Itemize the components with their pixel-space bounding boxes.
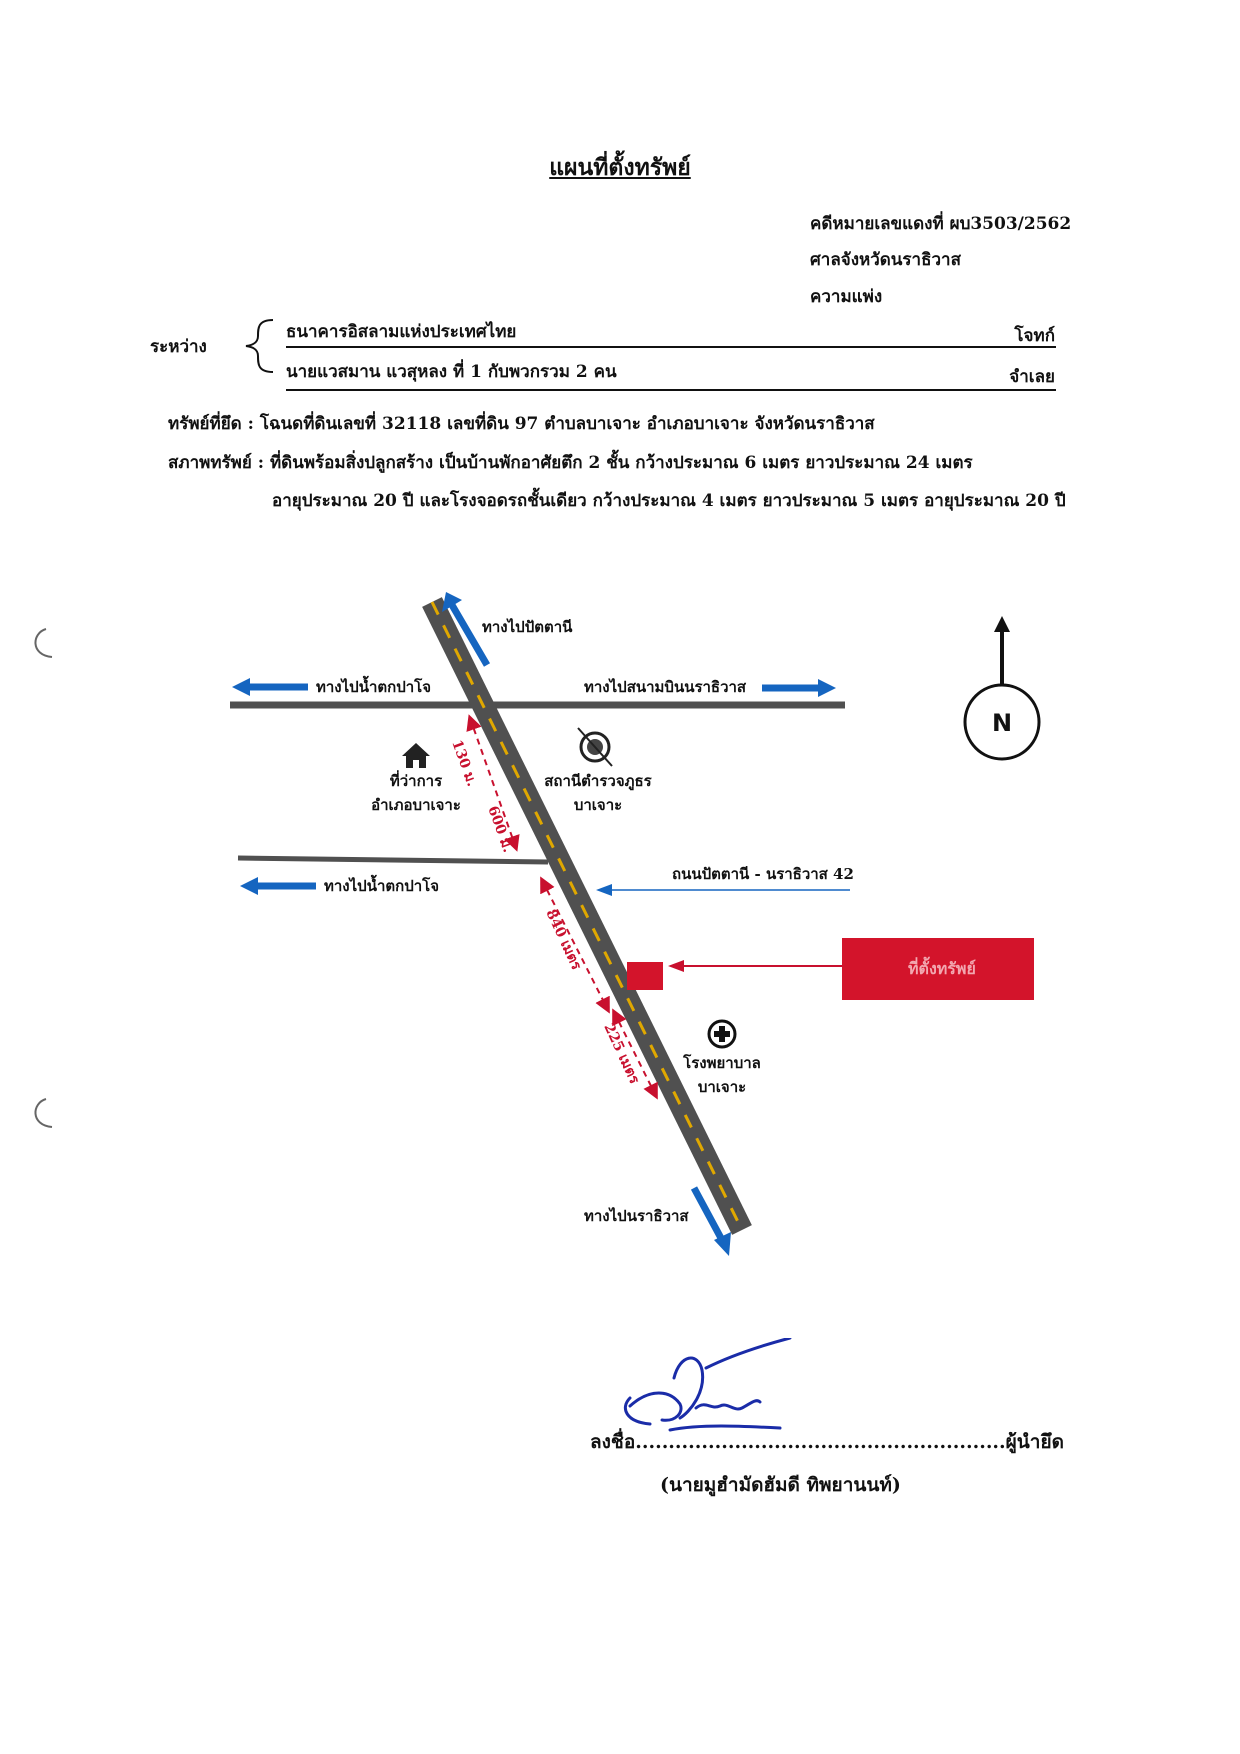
- punch-hole-mark: [34, 628, 53, 658]
- sign-prefix: ลงชื่อ: [590, 1431, 636, 1453]
- label-dist-130: 130 ม.: [448, 738, 480, 789]
- hospital-cross-icon: [707, 1019, 737, 1049]
- arrow-to-pattani-shaft: [448, 603, 491, 667]
- north-arrow-icon: [963, 616, 1041, 761]
- between-label: ระหว่าง: [150, 337, 207, 357]
- distance-600-line: [466, 714, 520, 852]
- label-road-name: ถนนปัตตานี - นราธิวาส 42: [672, 865, 854, 883]
- seized-property: ทรัพย์ที่ยึด : โฉนดที่ดินเลขที่ 32118 เล…: [168, 414, 875, 434]
- sign-dots: ........................................…: [635, 1431, 1006, 1453]
- plaintiff-name: ธนาคารอิสลามแห่งประเทศไทย: [286, 322, 517, 342]
- label-to-narathiwat: ทางไปนราธิวาส: [584, 1206, 689, 1225]
- label-dist-600: 600 ม.: [484, 804, 516, 855]
- plaintiff-role: โจทก์: [1014, 326, 1055, 346]
- property-condition-line2: อายุประมาณ 20 ปี และโรงจอดรถชั้นเดียว กว…: [272, 491, 1066, 511]
- case-number: คดีหมายเลขแดงที่ ผบ3503/2562: [810, 214, 1072, 234]
- label-property-location: ที่ตั้งทรัพย์: [908, 956, 976, 978]
- label-district-office-l2: อำเภอบาเจาะ: [371, 796, 461, 814]
- property-marker: [627, 962, 663, 990]
- label-police-l2: บาเจาะ: [574, 796, 622, 814]
- label-hospital-l1: โรงพยาบาล: [682, 1053, 761, 1072]
- arrow-namtok-top-head: [232, 678, 250, 696]
- arrow-to-pattani-head: [442, 592, 462, 612]
- label-to-airport: ทางไปสนามบินนราธิวาส: [584, 677, 747, 696]
- label-district-office-l1: ที่ว่าการ: [390, 770, 443, 790]
- court-name: ศาลจังหวัดนราธิวาส: [810, 250, 961, 270]
- property-pointer-head: [668, 960, 684, 972]
- label-to-namtok-top: ทางไปน้ำตกปาโจ: [316, 675, 431, 696]
- property-condition-line1: สภาพทรัพย์ : ที่ดินพร้อมสิ่งปลูกสร้าง เป…: [168, 453, 973, 473]
- plaintiff-rule: [286, 346, 1056, 348]
- police-badge-icon: [577, 727, 613, 767]
- signature-line: ลงชื่อ..................................…: [590, 1427, 1064, 1457]
- page-title: แผนที่ตั้งทรัพย์: [549, 154, 691, 181]
- road-name-pointer-head: [596, 884, 612, 896]
- distance-225-line: [612, 1008, 658, 1100]
- label-to-pattani: ทางไปปัตตานี: [482, 617, 573, 636]
- house-icon: [402, 743, 430, 768]
- defendant-role: จำเลย: [1009, 367, 1055, 387]
- signer-name: (นายมูฮำมัดฮัมดี ทิพยานนท์): [660, 1474, 901, 1496]
- label-hospital-l2: บาเจาะ: [698, 1078, 746, 1096]
- sign-role: ผู้นำยึด: [1005, 1431, 1064, 1453]
- arrow-namtok-mid-head: [240, 877, 258, 895]
- distance-840-line: [540, 876, 610, 1014]
- label-police-l1: สถานีตำรวจภูธร: [544, 772, 652, 791]
- arrow-airport-head: [818, 679, 836, 697]
- property-label-box: [842, 938, 1034, 1000]
- case-type: ความแพ่ง: [810, 287, 883, 307]
- arrow-to-narathiwat-head: [714, 1232, 731, 1256]
- handwritten-signature: [624, 1338, 792, 1432]
- north-label: N: [992, 709, 1012, 737]
- defendant-name: นายแวสมาน แวสุหลง ที่ 1 กับพวกรวม 2 คน: [286, 362, 617, 382]
- horizontal-road-middle: [237, 855, 549, 865]
- arrow-to-narathiwat-shaft: [690, 1186, 726, 1242]
- brace-icon: [245, 319, 274, 373]
- defendant-rule: [286, 389, 1056, 391]
- label-to-namtok-mid: ทางไปน้ำตกปาโจ: [324, 874, 439, 895]
- punch-hole-mark: [34, 1098, 53, 1128]
